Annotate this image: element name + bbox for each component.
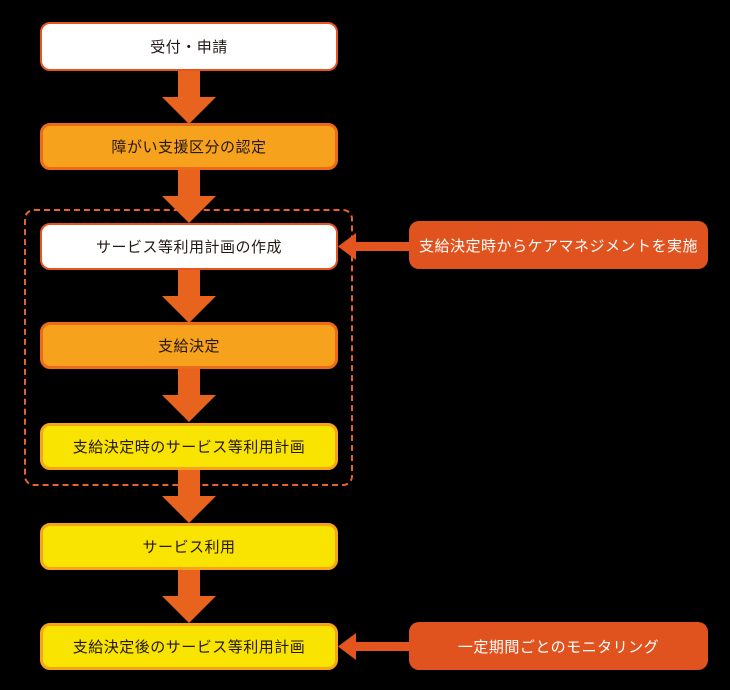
down-arrow-icon <box>162 470 216 523</box>
down-arrow-icon <box>162 570 216 623</box>
flow-node-service-use: サービス利用 <box>40 523 338 570</box>
annotation-label: 支給決定時からケアマネジメントを実施 <box>418 237 698 255</box>
flow-node-label: 支給決定後のサービス等利用計画 <box>72 639 306 656</box>
left-arrow-icon <box>338 633 409 660</box>
flow-node-label: サービス等利用計画の作成 <box>95 239 282 256</box>
flow-node-support-category-certification: 障がい支援区分の認定 <box>40 123 338 170</box>
flow-node-label: 障がい支援区分の認定 <box>111 139 267 156</box>
flow-node-plan-after-grant-decision: 支給決定後のサービス等利用計画 <box>40 623 338 670</box>
flow-node-service-plan-creation: サービス等利用計画の作成 <box>40 223 338 270</box>
flow-node-label: 受付・申請 <box>150 39 228 56</box>
down-arrow-icon <box>162 170 216 223</box>
flow-node-plan-at-grant-decision: 支給決定時のサービス等利用計画 <box>40 423 338 470</box>
flow-node-reception: 受付・申請 <box>40 22 338 71</box>
flow-node-label: 支給決定時のサービス等利用計画 <box>72 439 306 456</box>
annotation-monitoring: 一定期間ごとのモニタリング <box>409 622 708 670</box>
annotation-label: 一定期間ごとのモニタリング <box>457 638 660 656</box>
down-arrow-icon <box>162 71 216 124</box>
down-arrow-icon <box>162 369 216 422</box>
left-arrow-icon <box>338 233 409 260</box>
flow-node-label: 支給決定 <box>157 338 220 355</box>
flow-node-grant-decision: 支給決定 <box>40 322 338 369</box>
down-arrow-icon <box>162 270 216 323</box>
flow-node-label: サービス利用 <box>142 539 236 556</box>
annotation-care-management: 支給決定時からケアマネジメントを実施 <box>409 221 708 269</box>
